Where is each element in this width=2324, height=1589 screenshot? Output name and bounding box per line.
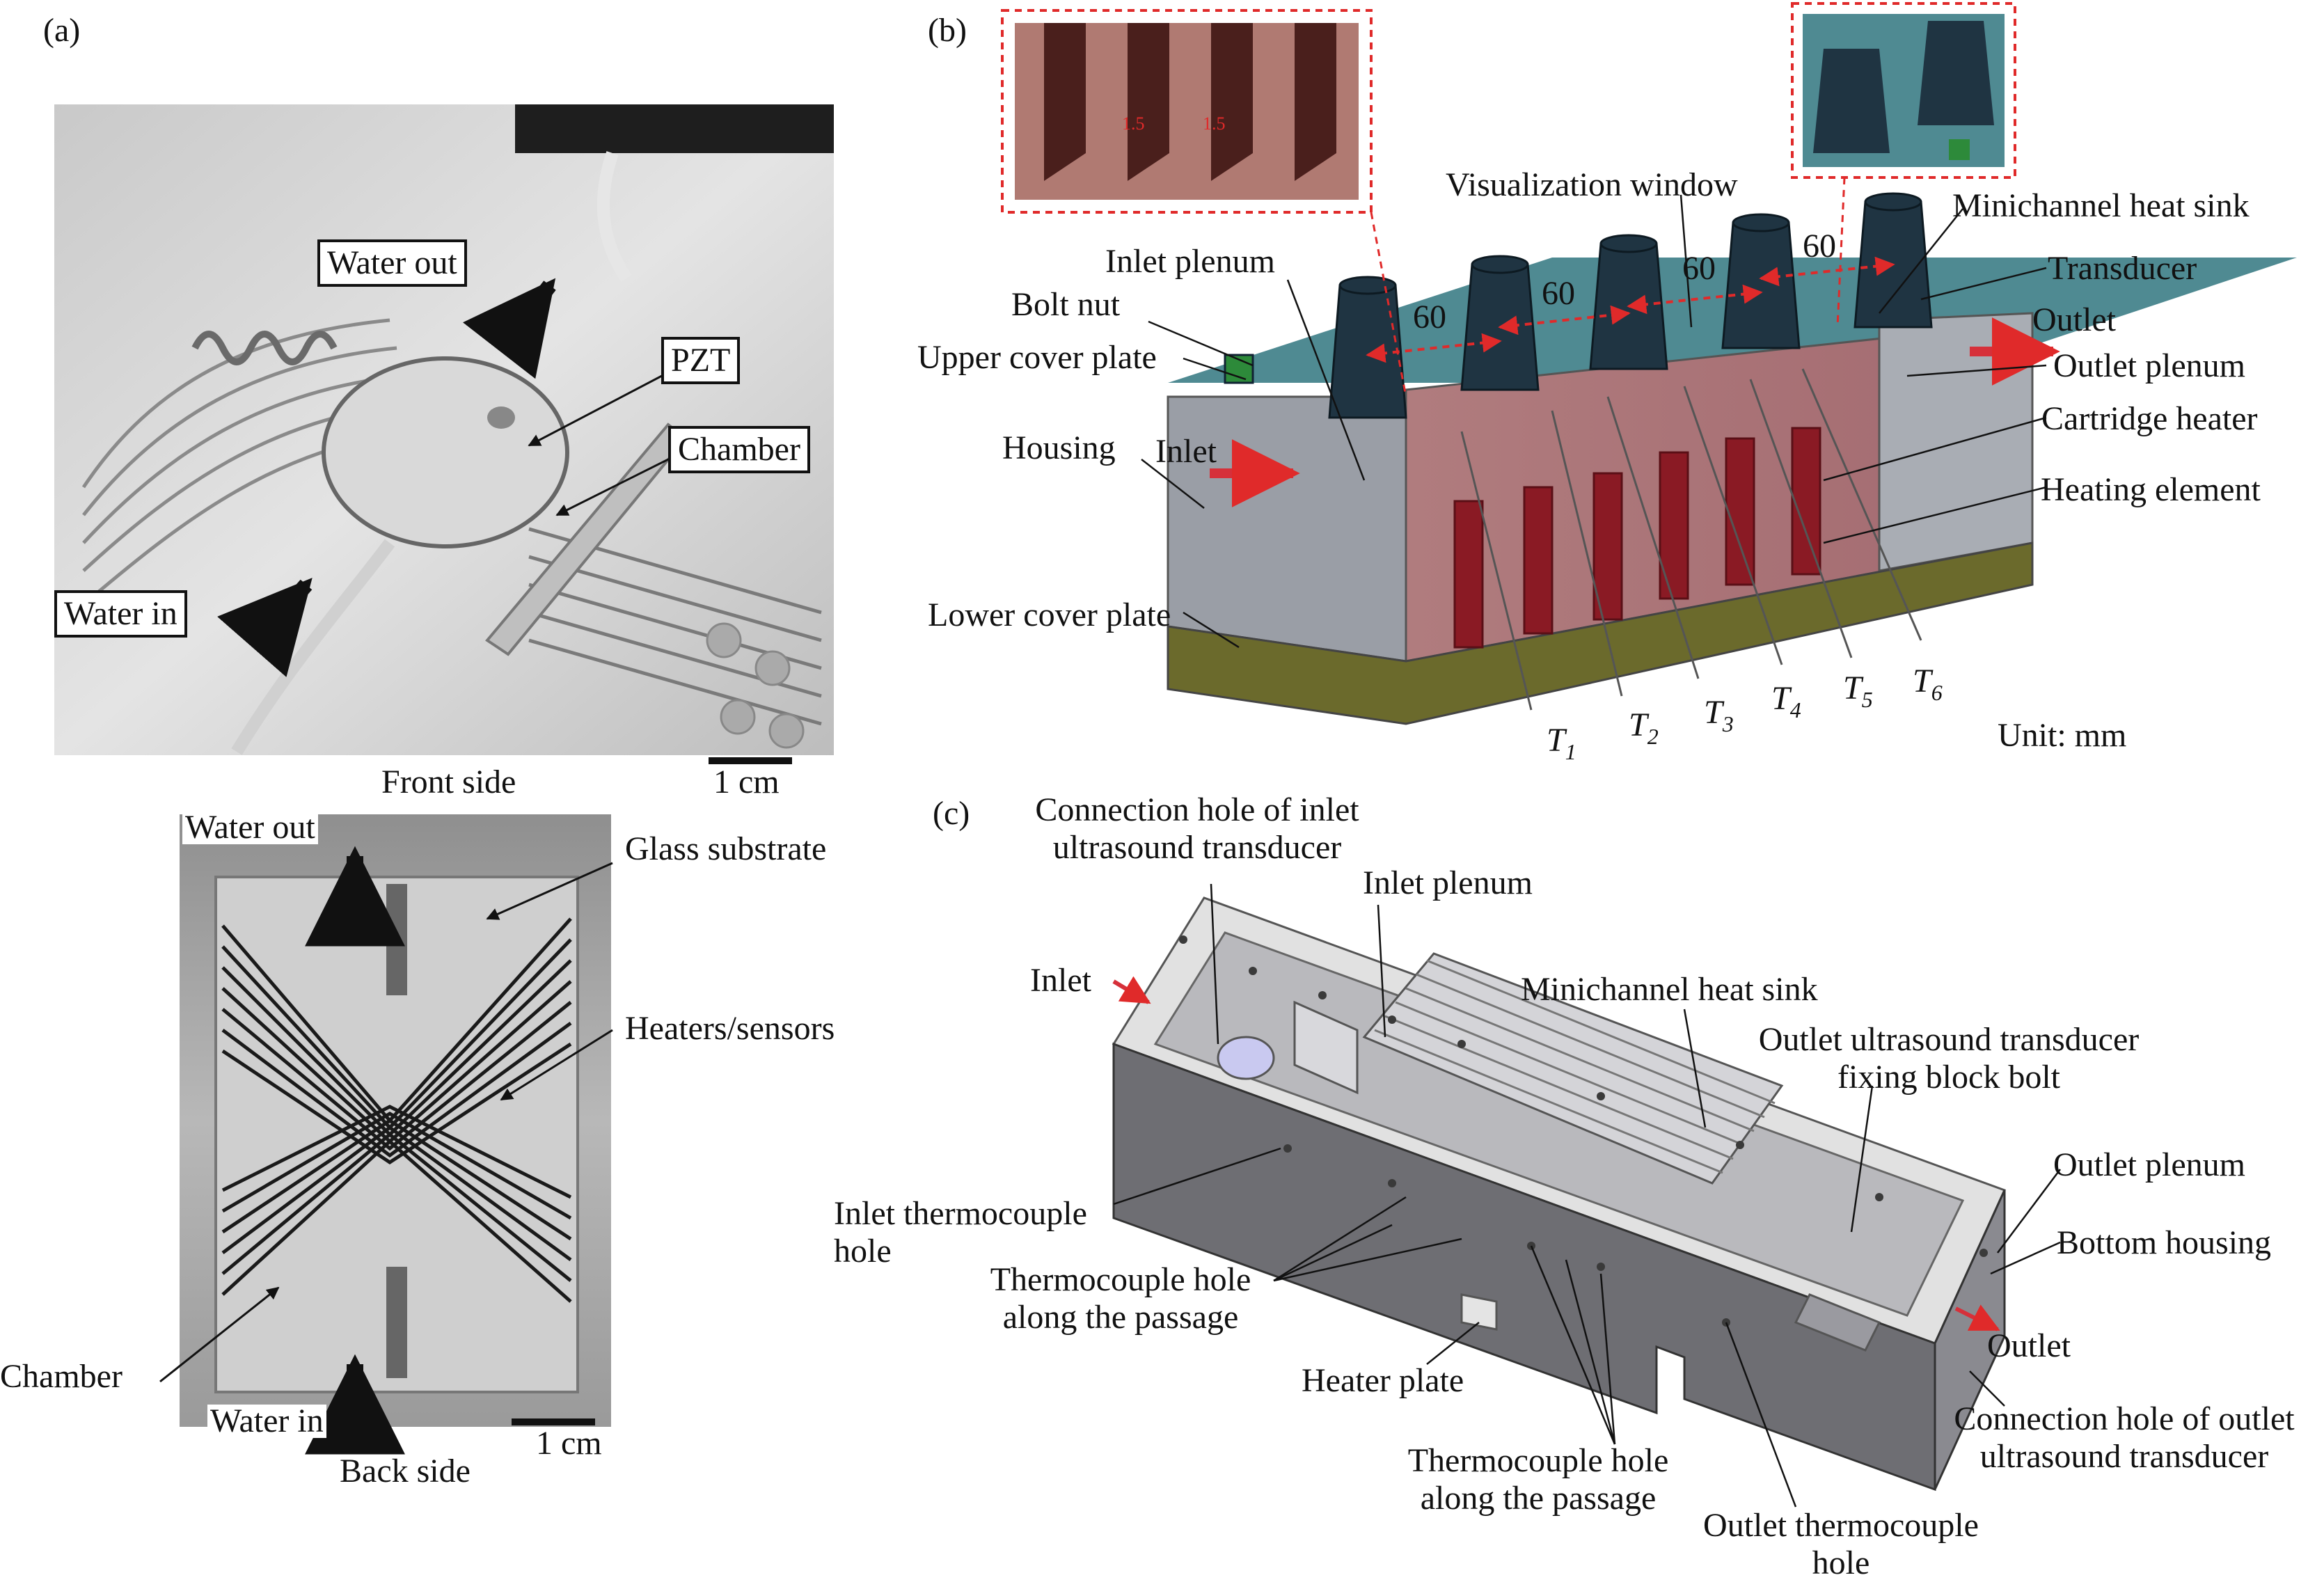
back-scale-label: 1 cm [536, 1425, 602, 1462]
b-unit-label: Unit: mm [1998, 717, 2127, 754]
water-in-arrow [217, 578, 313, 677]
b-upper-cover-plate-label: Upper cover plate [917, 339, 1157, 376]
b-t5-label: T5 [1843, 670, 1873, 712]
b-visualization-window-label: Visualization window [1446, 166, 1738, 203]
front-water-in-label: Water in [54, 590, 187, 638]
c-heater-plate-label: Heater plate [1302, 1362, 1464, 1399]
b-dim-60-4: 60 [1803, 228, 1836, 264]
b-dim-60-3: 60 [1682, 250, 1716, 287]
c-minichannel-heat-sink-label: Minichannel heat sink [1521, 971, 1818, 1008]
c-bottom-housing-label: Bottom housing [2057, 1224, 2272, 1261]
back-side-label: Back side [340, 1453, 471, 1489]
b-t4-label: T4 [1771, 680, 1801, 722]
b-heating-element-label: Heating element [2041, 471, 2261, 508]
front-scale-label: 1 cm [713, 764, 780, 800]
back-chamber-label: Chamber [0, 1358, 122, 1395]
front-chamber-label: Chamber [668, 426, 810, 473]
cutaway-model [1167, 192, 2297, 725]
b-lower-cover-plate-label: Lower cover plate [928, 596, 1171, 633]
b-outlet-plenum-label: Outlet plenum [2053, 347, 2245, 384]
panel-a-letter: (a) [43, 12, 81, 49]
back-heaters-sensors-label: Heaters/sensors [625, 1010, 835, 1047]
b-t6-label: T6 [1913, 663, 1943, 705]
pzt-disk [322, 356, 569, 548]
inset-dim-2: 1.5 [1203, 113, 1226, 134]
b-dim-60-1: 60 [1413, 299, 1446, 335]
inset-channels [1001, 9, 1407, 397]
inset-dim-1: 1.5 [1122, 113, 1145, 134]
c-outlet-label: Outlet [1987, 1327, 2071, 1364]
b-inlet-plenum-label: Inlet plenum [1105, 243, 1275, 280]
b-minichannel-heat-sink-label: Minichannel heat sink [1952, 187, 2250, 224]
back-water-out-label: Water out [182, 811, 318, 844]
c-inlet-label: Inlet [1030, 962, 1091, 999]
panel-c-letter: (c) [933, 795, 970, 832]
c-inlet-plenum-label: Inlet plenum [1363, 864, 1533, 901]
panel-b-letter: (b) [928, 12, 967, 49]
b-t2-label: T2 [1629, 706, 1659, 749]
back-glass-substrate-label: Glass substrate [625, 830, 827, 867]
c-outlet-arrow [1954, 1304, 2000, 1331]
b-inlet-label: Inlet [1155, 433, 1217, 470]
front-side-label: Front side [381, 764, 516, 800]
water-out-arrow [462, 278, 556, 379]
coil-wire [191, 331, 338, 365]
inset-transducers [1791, 2, 2016, 328]
b-t1-label: T1 [1547, 722, 1576, 764]
b-outlet-label: Outlet [2032, 301, 2116, 338]
front-water-out-label: Water out [317, 239, 467, 287]
b-housing-label: Housing [1002, 429, 1116, 466]
b-transducer-label: Transducer [2048, 250, 2197, 287]
b-dim-60-2: 60 [1542, 275, 1575, 312]
c-outlet-plenum-label: Outlet plenum [2053, 1146, 2245, 1183]
front-scale-bar [709, 757, 792, 764]
back-side-photo [159, 814, 613, 1455]
c-inlet-arrow [1112, 976, 1151, 1004]
front-pzt-label: PZT [661, 337, 741, 384]
b-cartridge-heater-label: Cartridge heater [2041, 400, 2258, 437]
housing-model [1112, 896, 2007, 1492]
back-scale-bar [512, 1418, 595, 1425]
b-t3-label: T3 [1704, 694, 1734, 736]
back-water-in-label: Water in [207, 1405, 326, 1438]
b-bolt-nut-label: Bolt nut [1011, 286, 1121, 323]
